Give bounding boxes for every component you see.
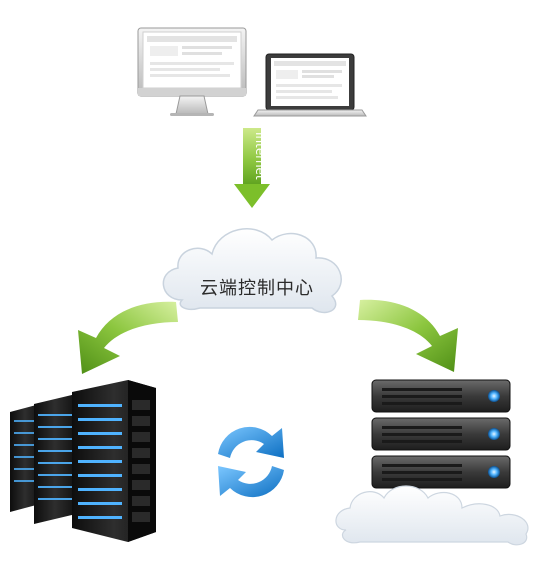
server-rack-front [72,380,156,542]
server-unit-middle [371,417,511,451]
left-curved-arrow [78,301,178,374]
server-unit-top [371,379,511,413]
cloud-icon: 云端控制中心 [162,228,342,314]
sync-refresh-icon [218,426,284,498]
server-rack-back [10,404,40,512]
server-base-clouds [335,485,529,546]
cloud-label: 云端控制中心 [200,278,314,299]
server-unit-bottom [371,455,511,489]
imac-monitor-icon [137,27,247,116]
laptop-icon [253,53,367,117]
cloud-server-stack-icon [335,379,529,546]
right-curved-arrow [358,299,458,372]
server-rack-cluster-icon [10,380,156,542]
internet-label: Internet [253,132,267,180]
server-rack-middle [34,394,76,524]
internet-arrow: Internet [234,128,270,208]
